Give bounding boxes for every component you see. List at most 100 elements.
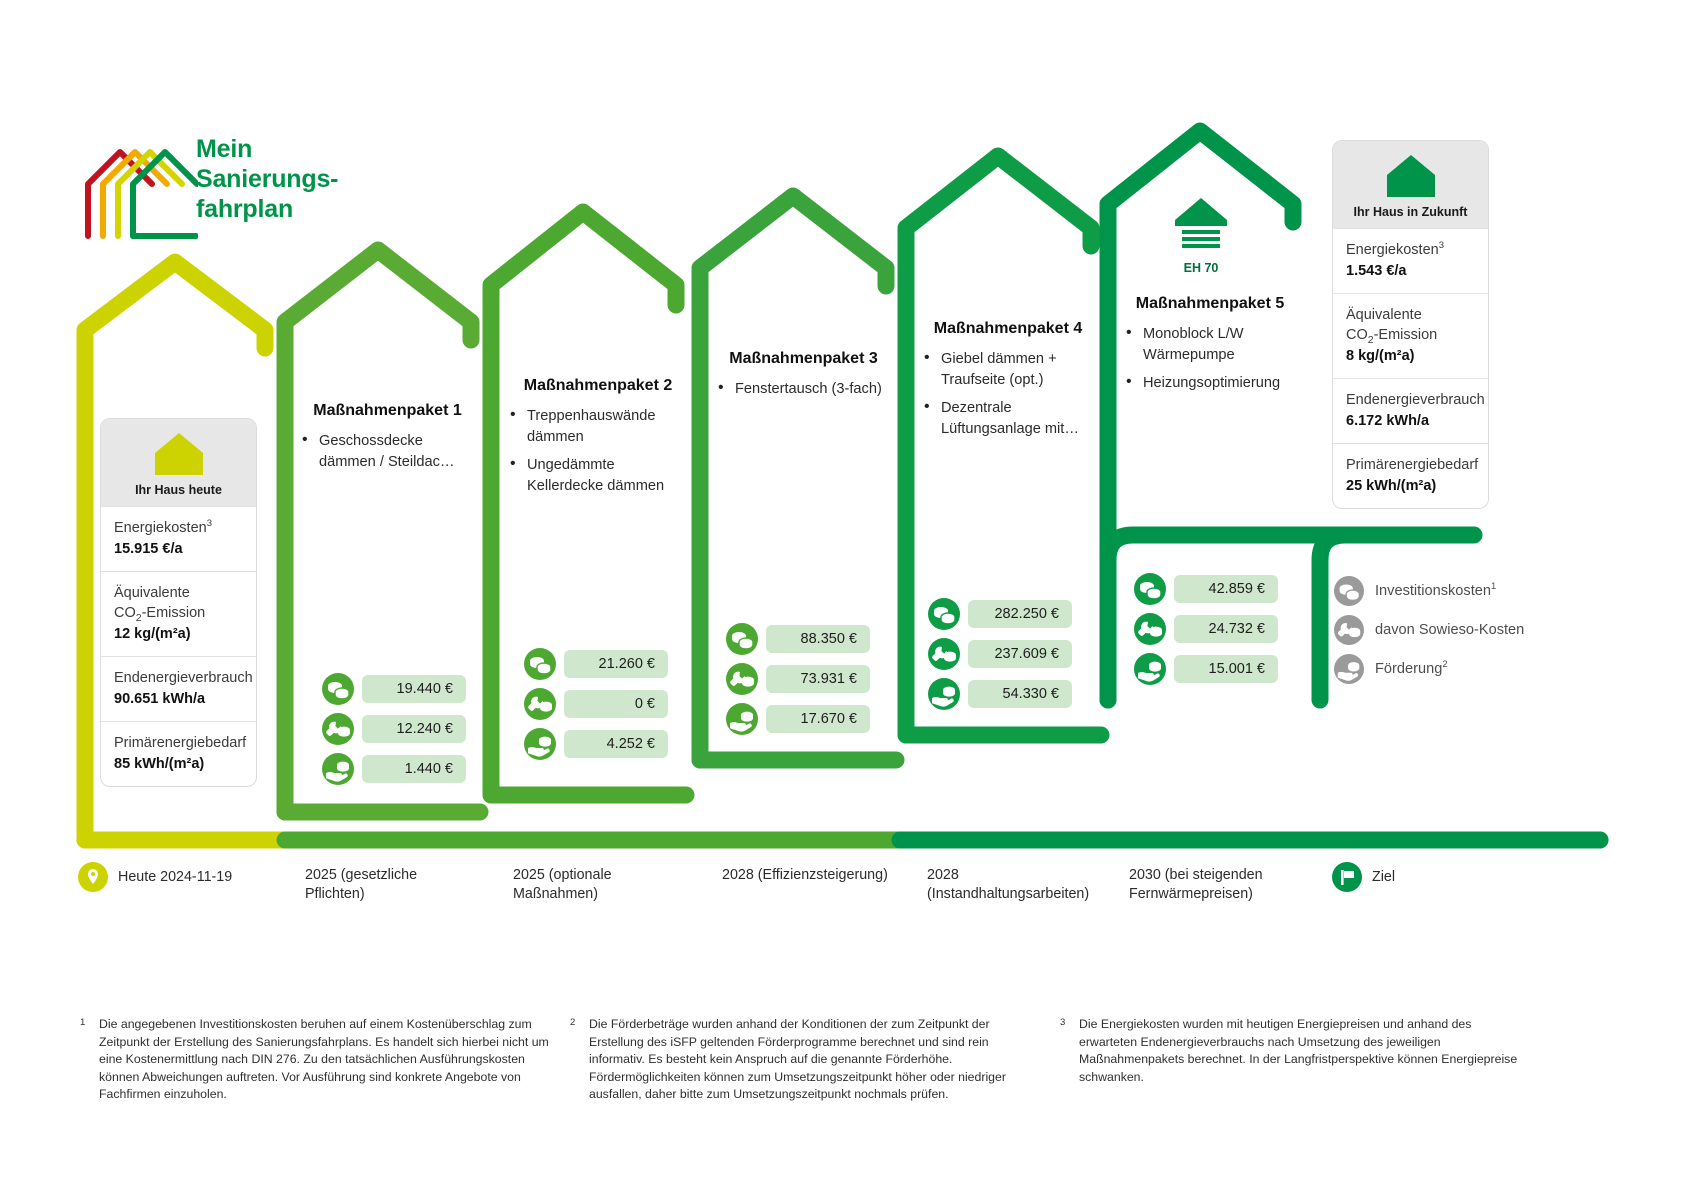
future-house-card: Ihr Haus in Zukunft Energiekosten3 1.543… — [1332, 140, 1489, 509]
timeline-milestone-2: 2025 (optionale Maßnahmen) — [513, 867, 612, 902]
cost-value-investment: 88.350 € — [766, 625, 870, 653]
cost-row-sowieso: 237.609 € — [928, 638, 1072, 670]
cost-value-sowieso: 0 € — [564, 690, 668, 718]
today-house-card: Ihr Haus heute Energiekosten3 15.915 €/a… — [100, 418, 257, 787]
cost-value-foerderung: 4.252 € — [564, 730, 668, 758]
coins-icon — [1134, 573, 1166, 605]
package-3-costs: 88.350 € 73.931 € 17.670 € — [726, 623, 870, 743]
package-1: Maßnahmenpaket 1 Geschossdecke dämmen / … — [300, 402, 475, 480]
cost-row-investment: 19.440 € — [322, 673, 466, 705]
efficiency-house-badge: EH 70 — [1163, 196, 1239, 275]
wrench-coins-icon — [1334, 615, 1364, 645]
timeline-end-label: Ziel — [1372, 869, 1396, 885]
wrench-coins-icon — [322, 713, 354, 745]
legend-label-foerderung: Förderung2 — [1375, 659, 1448, 677]
footnote-1: 1 Die angegebenen Investitionskosten ber… — [80, 1016, 550, 1104]
efficiency-house-label: EH 70 — [1183, 261, 1219, 275]
future-label-primaerenergie: Primärenergiebedarf — [1346, 457, 1479, 473]
house-icon — [154, 433, 203, 475]
package-1-measure-list: Geschossdecke dämmen / Steildac… — [300, 430, 475, 472]
package-4-title: Maßnahmenpaket 4 — [933, 320, 1083, 337]
timeline-milestone-3: 2028 (Effizienzsteigerung) — [722, 867, 888, 883]
cost-row-foerderung: 54.330 € — [928, 678, 1072, 710]
package-5: Maßnahmenpaket 5 Monoblock L/W Wärmepump… — [1124, 295, 1296, 402]
hand-coins-icon — [1134, 653, 1166, 685]
hand-coins-icon — [928, 678, 960, 710]
today-card-title: Ihr Haus heute — [135, 483, 222, 497]
timeline-start: Heute 2024-11-19 — [78, 862, 232, 892]
footnote-2: 2 Die Förderbeträge wurden anhand der Ko… — [570, 1016, 1040, 1104]
package-2-measure-item: Treppenhauswände dämmen — [508, 405, 688, 447]
cost-value-sowieso: 237.609 € — [968, 640, 1072, 668]
coins-icon — [1334, 576, 1364, 606]
cost-row-sowieso: 12.240 € — [322, 713, 466, 745]
coins-icon — [322, 673, 354, 705]
future-value-primaerenergie: 25 kWh/(m²a) — [1346, 478, 1437, 494]
package-5-title: Maßnahmenpaket 5 — [1135, 295, 1285, 312]
cost-value-sowieso: 12.240 € — [362, 715, 466, 743]
brand-logo: Mein Sanierungs- fahrplan — [78, 128, 398, 248]
package-3: Maßnahmenpaket 3 Fenstertausch (3-fach) — [716, 350, 891, 408]
cost-row-foerderung: 15.001 € — [1134, 653, 1278, 685]
future-card-header: Ihr Haus in Zukunft — [1333, 141, 1488, 228]
cost-row-investment: 21.260 € — [524, 648, 668, 680]
package-4-costs: 282.250 € 237.609 € 54.330 € — [928, 598, 1072, 718]
package-2-measure-item: Ungedämmte Kellerdecke dämmen — [508, 454, 688, 496]
footnote-2-marker: 2 — [570, 1017, 576, 1028]
today-row-energiekosten: Energiekosten3 15.915 €/a — [101, 506, 256, 571]
logo-line-1: Mein — [196, 135, 253, 163]
today-value-energiekosten: 15.915 €/a — [114, 541, 183, 557]
logo-wordmark: Mein Sanierungs- fahrplan — [196, 134, 338, 224]
timeline-end: Ziel — [1332, 862, 1395, 892]
cost-value-foerderung: 15.001 € — [1174, 655, 1278, 683]
legend-label-investitionskosten: Investitionskosten1 — [1375, 581, 1497, 599]
cost-row-sowieso: 24.732 € — [1134, 613, 1278, 645]
package-4-measure-item: Dezentrale Lüftungsanlage mit… — [922, 397, 1094, 439]
package-2: Maßnahmenpaket 2 Treppenhauswände dämmen… — [508, 377, 688, 504]
footnote-1-marker: 1 — [80, 1017, 86, 1028]
package-1-title: Maßnahmenpaket 1 — [313, 402, 462, 419]
cost-row-investment: 42.859 € — [1134, 573, 1278, 605]
today-label-primaerenergie: Primärenergiebedarf — [114, 735, 247, 751]
package-3-title: Maßnahmenpaket 3 — [729, 350, 878, 367]
footnote-ref: 3 — [1438, 240, 1444, 252]
legend-item-investitionskosten: Investitionskosten1 — [1334, 576, 1524, 606]
cost-value-foerderung: 17.670 € — [766, 705, 870, 733]
package-3-measure-list: Fenstertausch (3-fach) — [716, 378, 891, 400]
package-5-measure-list: Monoblock L/W Wärmepumpe Heizungsoptimie… — [1124, 323, 1296, 394]
today-card-header: Ihr Haus heute — [101, 419, 256, 506]
cost-row-foerderung: 4.252 € — [524, 728, 668, 760]
package-4: Maßnahmenpaket 4 Giebel dämmen + Traufse… — [922, 320, 1094, 447]
timeline-milestone-labels: 2025 (gesetzliche Pflichten) 2025 (optio… — [0, 866, 1684, 926]
cost-value-investment: 21.260 € — [564, 650, 668, 678]
hand-coins-icon — [726, 703, 758, 735]
footnote-3-marker: 3 — [1060, 1017, 1066, 1028]
hand-coins-icon — [1334, 654, 1364, 684]
efficiency-house-icon — [1175, 198, 1227, 248]
package-5-measure-item: Heizungsoptimierung — [1124, 372, 1296, 394]
future-value-co2: 8 kg/(m²a) — [1346, 348, 1415, 364]
package-2-title: Maßnahmenpaket 2 — [523, 377, 673, 394]
package-2-costs: 21.260 € 0 € 4.252 € — [524, 648, 668, 768]
cost-legend: Investitionskosten1 davon Sowieso-Kosten… — [1334, 576, 1524, 693]
wrench-coins-icon — [928, 638, 960, 670]
future-row-primaerenergie: Primärenergiebedarf 25 kWh/(m²a) — [1333, 443, 1488, 508]
footnote-3-text: Die Energiekosten wurden mit heutigen En… — [1079, 1017, 1518, 1084]
wrench-coins-icon — [726, 663, 758, 695]
logo-line-2: Sanierungs- — [196, 165, 339, 193]
package-1-measure-item: Geschossdecke dämmen / Steildac… — [300, 430, 475, 472]
cost-value-sowieso: 73.931 € — [766, 665, 870, 693]
timeline-start-label: Heute 2024-11-19 — [118, 869, 233, 885]
today-value-endenergie: 90.651 kWh/a — [114, 691, 206, 707]
footnote-3: 3 Die Energiekosten wurden mit heutigen … — [1060, 1016, 1530, 1086]
hand-coins-icon — [322, 753, 354, 785]
future-value-energiekosten: 1.543 €/a — [1346, 263, 1407, 279]
today-value-primaerenergie: 85 kWh/(m²a) — [114, 756, 205, 772]
today-label-energiekosten: Energiekosten — [114, 520, 207, 536]
future-label-energiekosten: Energiekosten — [1346, 242, 1439, 258]
cost-row-foerderung: 17.670 € — [726, 703, 870, 735]
package-1-costs: 19.440 € 12.240 € 1.440 € — [322, 673, 466, 793]
coins-icon — [524, 648, 556, 680]
